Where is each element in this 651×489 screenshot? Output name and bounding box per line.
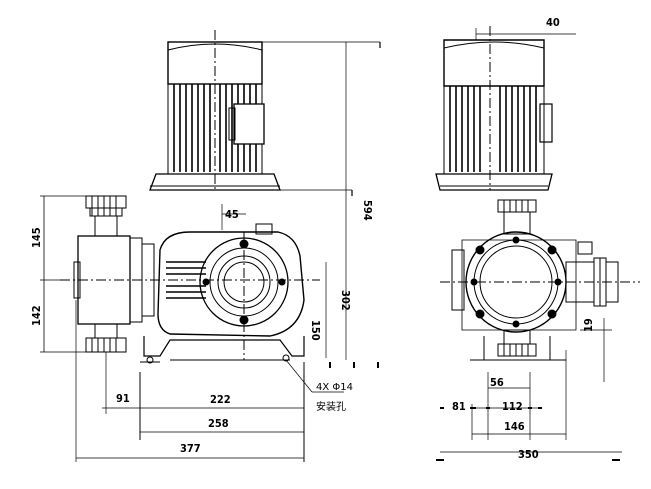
front-gearbox — [157, 223, 305, 360]
side-dim-112: 112 — [502, 400, 523, 413]
mount-hole-spec: 4X Φ14 — [316, 382, 353, 393]
side-pump-body — [440, 231, 640, 333]
front-view — [40, 30, 381, 462]
front-dim-302: 302 — [339, 290, 352, 311]
mount-hole-text: 安装孔 — [316, 400, 346, 413]
side-lower-valve — [483, 329, 551, 360]
front-lower-valve — [85, 323, 127, 414]
side-dim-40: 40 — [546, 16, 560, 29]
side-dim-350: 350 — [518, 448, 539, 461]
front-dim-142: 142 — [30, 305, 43, 326]
side-dim-146: 146 — [504, 420, 525, 433]
front-dim-91: 91 — [116, 392, 130, 405]
front-upper-valve — [85, 195, 127, 237]
front-dim-45: 45 — [225, 208, 239, 221]
front-base — [140, 336, 305, 364]
side-dim-56: 56 — [490, 376, 504, 389]
side-pipe — [565, 241, 619, 307]
front-dim-222: 222 — [210, 393, 231, 406]
side-dim-19: 19 — [582, 318, 595, 332]
side-upper-valve — [497, 199, 537, 235]
side-view — [435, 26, 640, 461]
front-dim-594: 594 — [361, 200, 374, 221]
front-dim-258: 258 — [208, 417, 229, 430]
side-motor — [435, 26, 553, 191]
side-dim-81: 81 — [452, 400, 466, 413]
front-dim-377: 377 — [180, 442, 201, 455]
front-dim-145: 145 — [30, 227, 43, 248]
front-dim-150: 150 — [309, 320, 322, 341]
front-motor — [149, 30, 281, 191]
front-pump-head — [60, 235, 320, 325]
